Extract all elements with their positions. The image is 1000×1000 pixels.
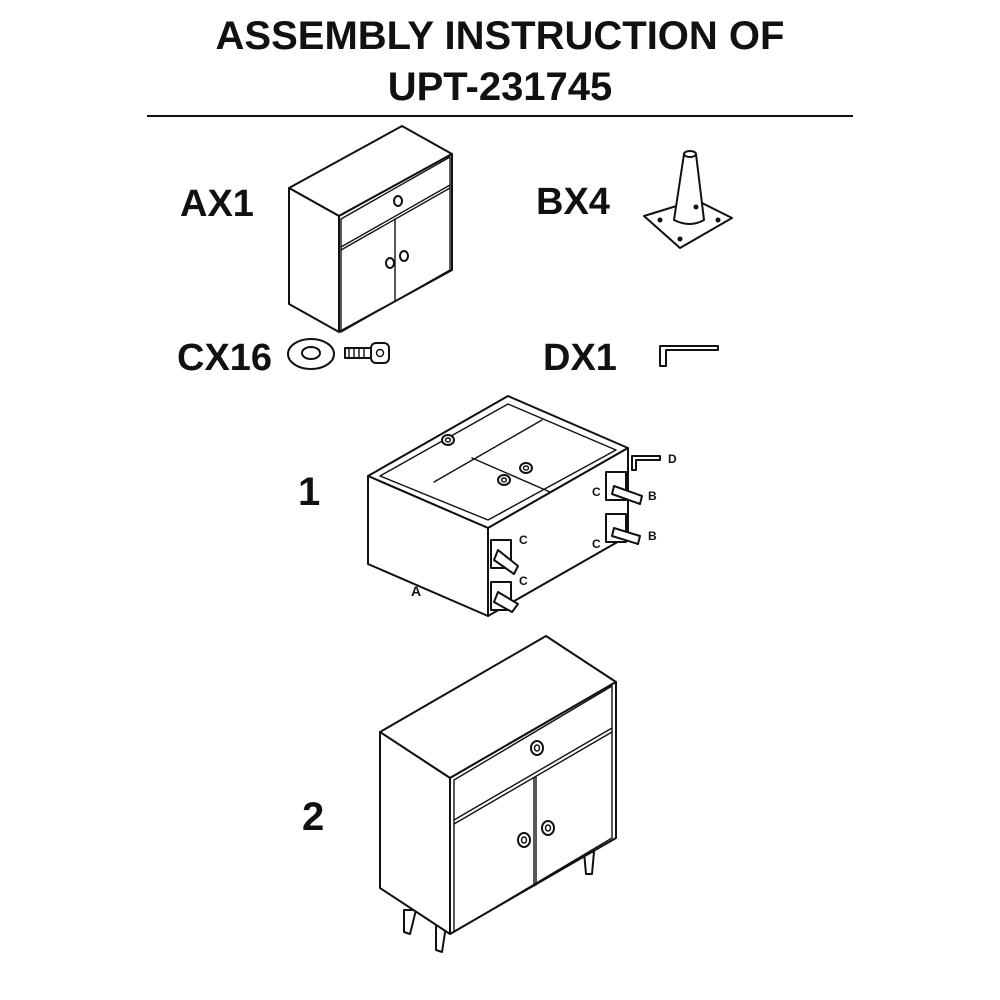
title-divider: [147, 115, 853, 117]
part-b-label: BX4: [536, 181, 610, 223]
part-d-label: DX1: [543, 337, 617, 379]
callout-d: D: [668, 452, 677, 466]
page-title-line-1: ASSEMBLY INSTRUCTION OF: [215, 14, 785, 58]
callout-c-3: C: [592, 485, 601, 499]
callout-a: A: [411, 583, 422, 599]
page-title-line-2: UPT-231745: [387, 65, 613, 109]
callout-c-1: C: [519, 533, 528, 547]
callout-b-1: B: [648, 489, 657, 503]
cabinet-upside-down-diagram: [367, 395, 661, 617]
assembled-cabinet-diagram: [379, 635, 617, 953]
part-c-label: CX16: [177, 337, 273, 379]
allen-key-icon: [659, 345, 719, 367]
step-2-number: 2: [302, 795, 325, 839]
washer-screw-icon: [287, 338, 390, 370]
callout-c-4: C: [592, 537, 601, 551]
step-1-number: 1: [298, 470, 321, 514]
callout-c-2: C: [519, 574, 528, 588]
cabinet-icon: [288, 125, 453, 333]
callout-b-2: B: [648, 529, 657, 543]
leg-icon: [643, 150, 733, 249]
part-a-label: AX1: [180, 183, 254, 225]
